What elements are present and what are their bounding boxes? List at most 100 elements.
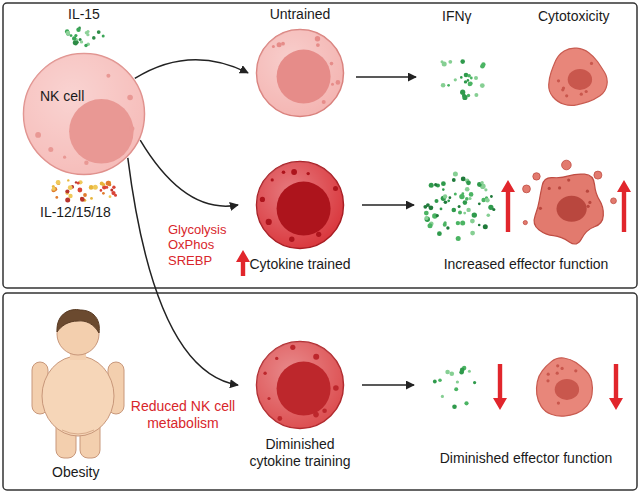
cell-granule bbox=[106, 74, 110, 78]
cell-granule bbox=[277, 42, 282, 47]
cytokine-dot bbox=[437, 231, 442, 236]
cell-nucleus bbox=[277, 362, 331, 416]
cytokine-dot bbox=[460, 221, 465, 226]
cell-granule bbox=[333, 385, 339, 391]
cell-circle bbox=[255, 340, 345, 430]
cytokine-dot bbox=[470, 219, 475, 224]
cytokine-dot bbox=[447, 199, 450, 202]
ifng-dots bbox=[423, 171, 495, 241]
cytokine-dot bbox=[438, 379, 442, 383]
cell-drawing bbox=[255, 340, 345, 430]
cell-granule bbox=[322, 409, 327, 414]
cytokine-dot bbox=[76, 28, 80, 32]
cytokine-dot bbox=[435, 199, 439, 203]
cell-highlight bbox=[257, 29, 344, 116]
cell-granule bbox=[315, 36, 320, 41]
cell-label: Cytokine trained bbox=[240, 256, 360, 273]
cytokine-dot bbox=[90, 197, 93, 200]
cell-granule bbox=[307, 172, 310, 175]
cytokine-dot bbox=[445, 370, 450, 375]
cytokine-dot bbox=[109, 195, 112, 198]
cytokine-dot bbox=[97, 30, 101, 34]
cytokine-dot bbox=[453, 171, 458, 176]
cytokine-dot bbox=[461, 192, 464, 195]
text-label: IFNγ bbox=[442, 8, 472, 25]
cytokine-dot bbox=[425, 217, 430, 222]
cytokine-dot bbox=[66, 31, 70, 35]
cell-granule bbox=[316, 43, 320, 47]
cell-drawing bbox=[255, 28, 345, 118]
cell-granule bbox=[316, 232, 321, 237]
cytokine-dot bbox=[460, 59, 465, 64]
cell-label: Diminished cytokine training bbox=[240, 436, 360, 470]
cell-granule bbox=[127, 95, 133, 101]
cytokine-dot bbox=[70, 34, 73, 37]
cytokine-dot bbox=[77, 181, 80, 184]
cytokine-dot bbox=[468, 370, 471, 373]
cytokine-dot bbox=[456, 380, 459, 383]
cytokine-dot bbox=[441, 60, 444, 63]
cytokine-dot bbox=[440, 208, 443, 211]
cell-nucleus bbox=[69, 99, 133, 163]
tumor-cell-body bbox=[536, 358, 592, 416]
cytokine-dot bbox=[74, 34, 77, 37]
cytokine-dot bbox=[470, 231, 475, 236]
cell-label: NK cell bbox=[40, 88, 84, 105]
cell-granule bbox=[330, 62, 334, 66]
cytokine-dot bbox=[102, 192, 105, 195]
cytokine-dot bbox=[446, 226, 449, 229]
cell-drawing bbox=[22, 52, 146, 176]
cell-highlight bbox=[24, 54, 145, 175]
tumor-granule bbox=[574, 369, 577, 372]
cytokine-dot bbox=[485, 198, 489, 202]
cell-body bbox=[24, 54, 145, 175]
cytokine-dot bbox=[444, 201, 448, 205]
cytokine-dot bbox=[80, 197, 85, 202]
cytokine-dot bbox=[474, 93, 478, 97]
tumor-fragment bbox=[523, 221, 527, 225]
cytokine-dot bbox=[462, 95, 467, 100]
cytokine-dot bbox=[466, 208, 470, 212]
tumor-cell bbox=[549, 48, 608, 105]
cytokine-dot bbox=[484, 188, 487, 191]
tumor-cell-body bbox=[549, 48, 608, 105]
curved-arrow bbox=[135, 60, 248, 79]
cell-highlight bbox=[257, 162, 344, 249]
tumor-granule bbox=[558, 186, 561, 189]
cytokine-dot bbox=[51, 188, 55, 192]
cell-label: Untrained bbox=[250, 6, 350, 23]
cytokine-dot bbox=[454, 78, 457, 81]
cytokine-dot bbox=[487, 213, 491, 217]
cell-granule bbox=[313, 412, 319, 418]
cytokine-dot bbox=[465, 187, 470, 192]
cell-granule bbox=[313, 354, 319, 360]
cytokine-dot bbox=[467, 74, 471, 78]
cytokine-dot bbox=[55, 196, 58, 199]
cytokine-dot bbox=[464, 80, 467, 83]
cytokine-dot bbox=[448, 60, 452, 64]
nk-cell: NK cell bbox=[22, 52, 146, 176]
cell-drawing bbox=[255, 160, 345, 250]
tumor-granule bbox=[562, 87, 565, 90]
cytokine-dot bbox=[460, 76, 463, 79]
tumor-granule bbox=[561, 367, 564, 370]
tumor-fragment bbox=[533, 173, 540, 180]
cytokine-dot bbox=[68, 185, 73, 190]
cytokine-dot bbox=[483, 224, 488, 229]
cytokine-dot bbox=[456, 236, 461, 241]
cytokine-dot bbox=[478, 224, 481, 227]
cytokine-dot bbox=[449, 196, 452, 199]
cell-granule bbox=[272, 45, 275, 48]
cytokine-dot bbox=[480, 83, 485, 88]
cytokine-dot bbox=[478, 202, 481, 205]
il15-dots bbox=[65, 27, 105, 48]
cytokine-dot bbox=[480, 64, 485, 69]
increase-arrow bbox=[617, 180, 631, 232]
cell-granule bbox=[271, 178, 274, 181]
cytokine-dot bbox=[492, 208, 495, 211]
text-label: Cytotoxicity bbox=[538, 8, 610, 25]
cytokine-dot bbox=[472, 212, 477, 217]
cell-granule bbox=[267, 397, 270, 400]
cytokine-dot bbox=[454, 192, 457, 195]
cytokine-dot bbox=[429, 183, 434, 188]
